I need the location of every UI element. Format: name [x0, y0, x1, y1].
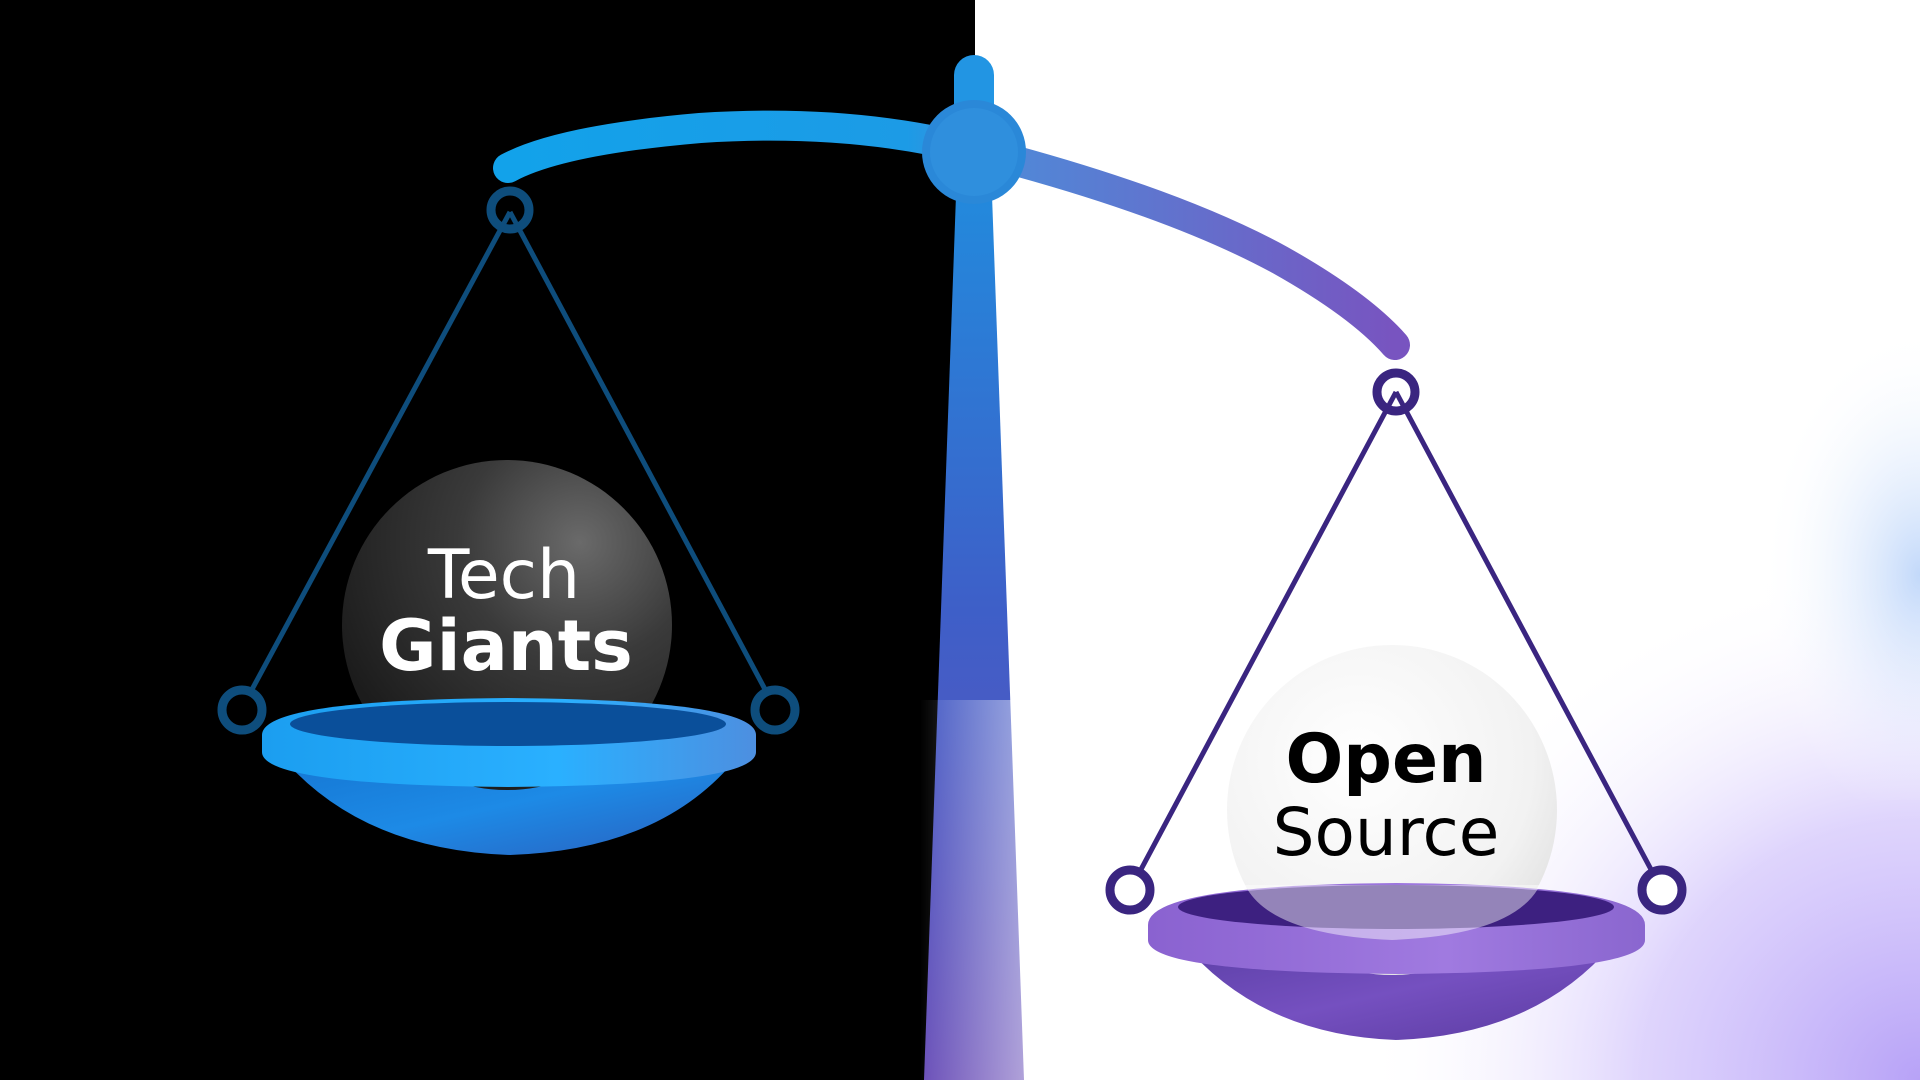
left-pan-hook-left	[217, 685, 267, 735]
right-string-left	[1127, 390, 1399, 892]
pivot-highlight	[930, 108, 1018, 196]
left-weight-label-line2: Giants	[379, 605, 633, 687]
left-string-right	[507, 210, 778, 710]
right-pan-inner	[1178, 885, 1614, 929]
right-string-right	[1393, 390, 1665, 892]
right-ball-glass	[1245, 885, 1540, 940]
left-pan-hook-right	[750, 685, 800, 735]
side-glow	[1600, 300, 1920, 800]
right-top-hook	[1372, 368, 1420, 416]
right-pan-hook-right	[1637, 865, 1687, 915]
left-pan-inner	[290, 702, 726, 746]
left-string-left	[239, 210, 513, 710]
left-weight-label-line1: Tech	[427, 536, 580, 615]
right-weight-label-line2: Source	[1273, 794, 1500, 871]
pole-fade	[920, 700, 1030, 1080]
right-weight-label-line1: Open	[1285, 720, 1486, 799]
left-top-hook	[486, 186, 534, 234]
right-pan-hook-left	[1105, 865, 1155, 915]
